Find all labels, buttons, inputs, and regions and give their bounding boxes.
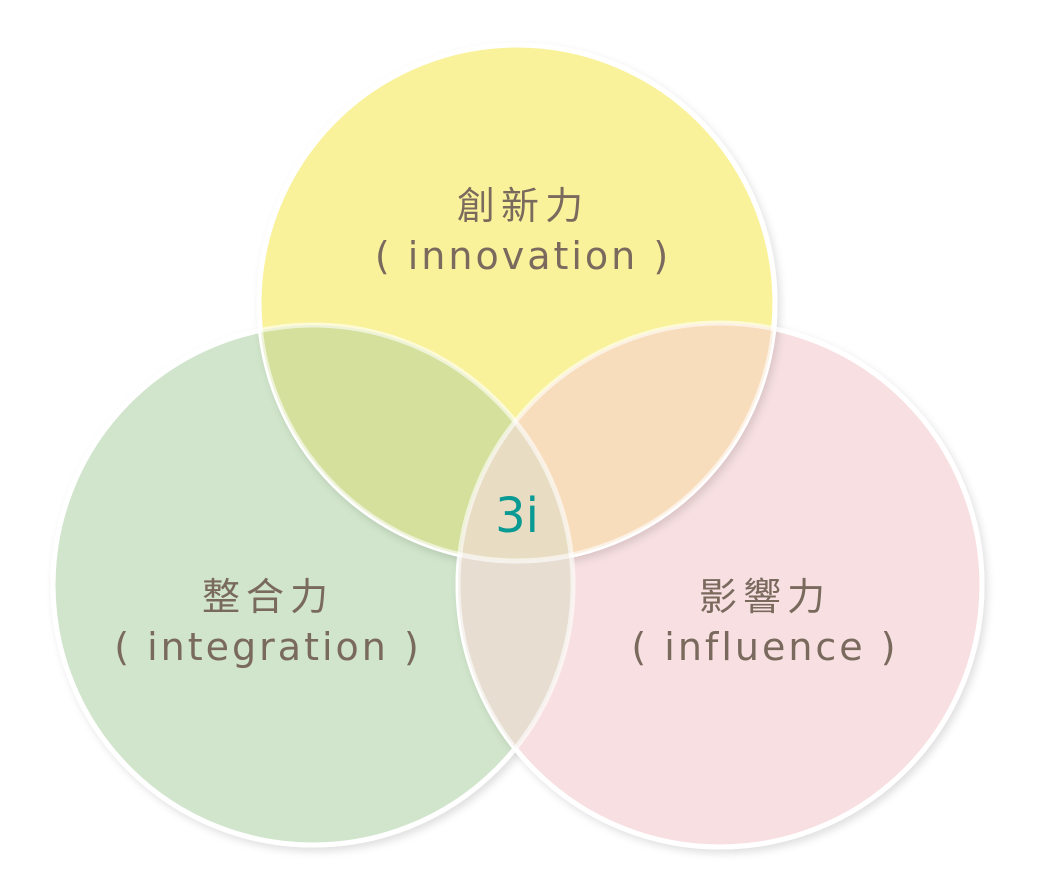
integration-subtitle: ( integration ) [114,625,422,669]
overlap-innovation-integration [259,325,573,561]
integration-title: 整合力 [201,575,334,619]
integration-label: 整合力 ( integration ) [114,566,422,669]
influence-subtitle: ( influence ) [631,625,899,669]
overlap-innovation-influence [458,323,775,561]
innovation-label: 創新力 ( innovation ) [375,175,671,278]
innovation-title: 創新力 [456,184,590,228]
innovation-subtitle: ( innovation ) [374,234,672,278]
influence-title: 影響力 [698,575,831,619]
influence-label: 影響力 ( influence ) [631,566,898,669]
center-label: 3i [495,488,539,544]
